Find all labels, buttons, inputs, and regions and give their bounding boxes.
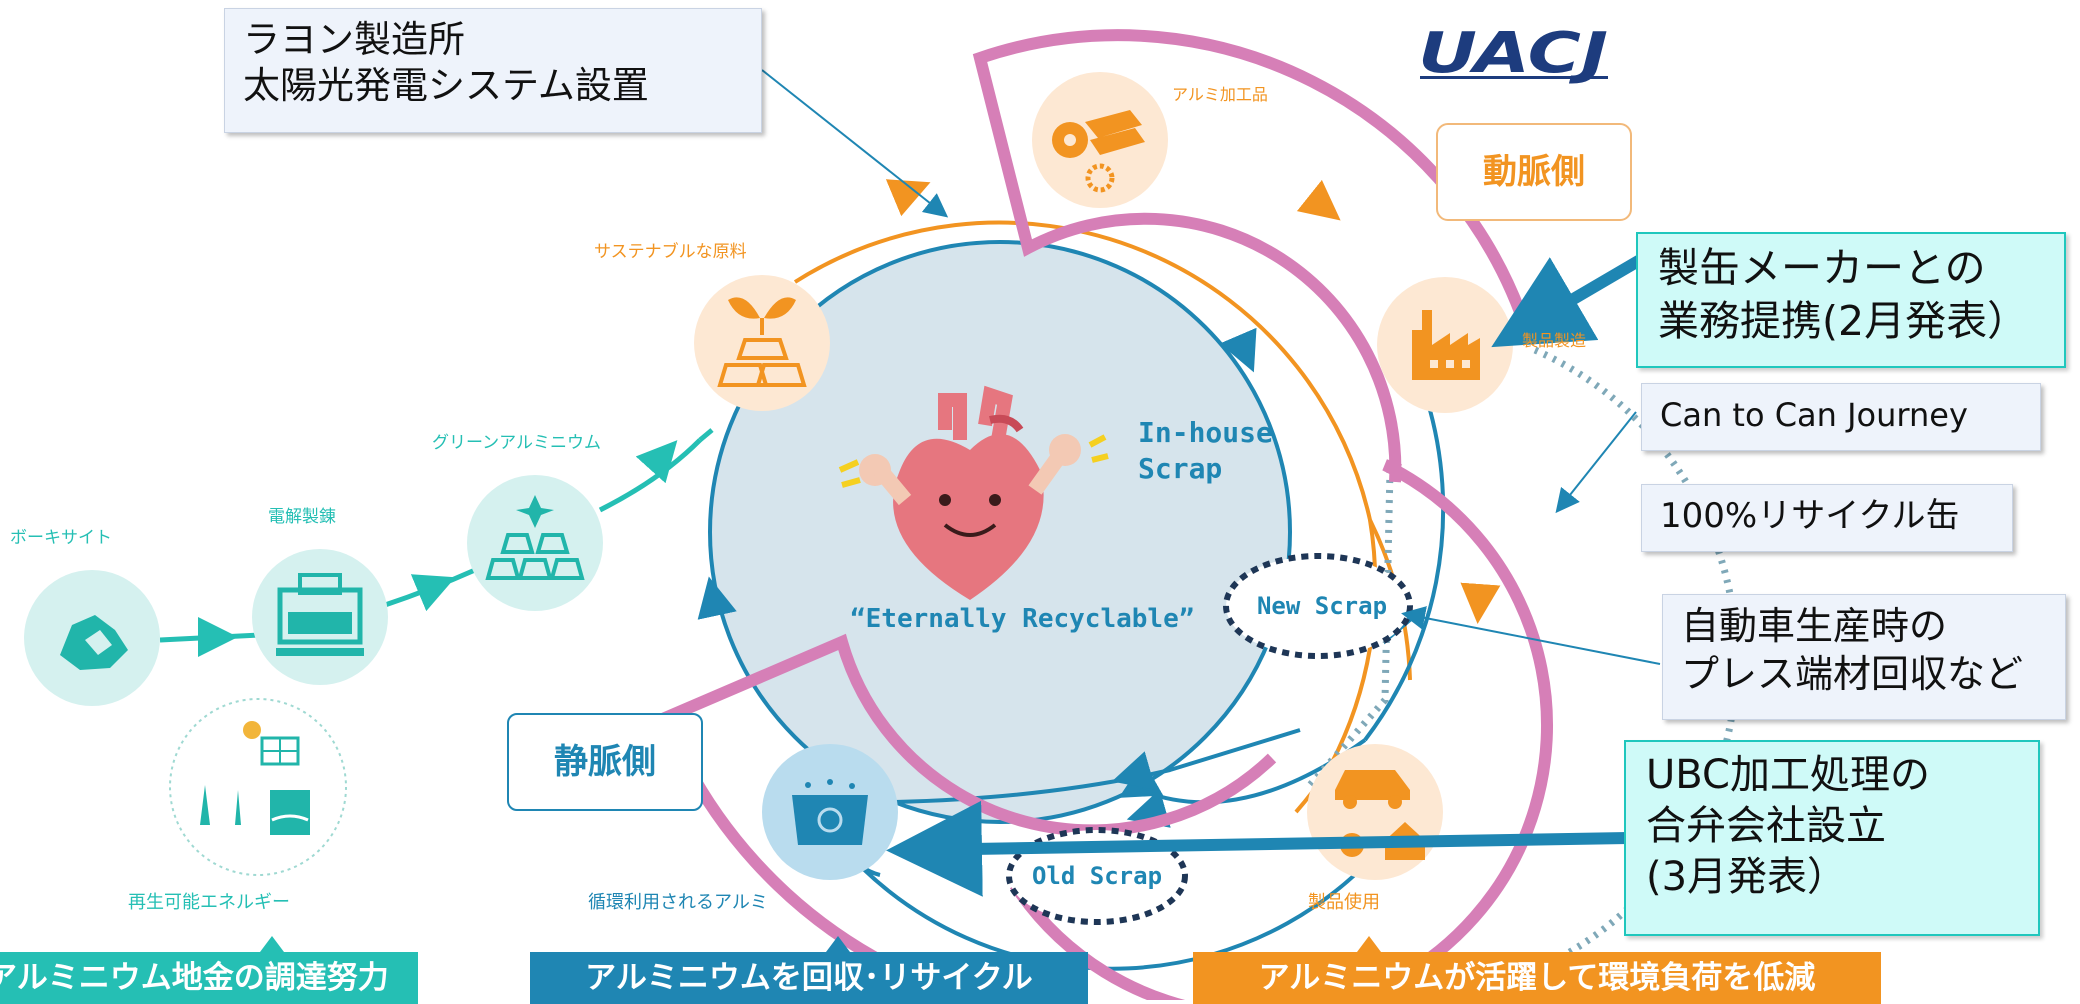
artery-arc [793,220,1412,681]
procurement-band: アルミニウム地金の調達努力 [0,952,418,1004]
recycle-band: アルミニウムを回収･リサイクル [530,952,1088,1004]
rayon-callout: ラヨン製造所 太陽光発電システム設置 [224,8,762,133]
sustainable-material-node [694,275,830,411]
rayon-callout-line2: 太陽光発電システム設置 [243,64,649,108]
old-scrap-label: Old Scrap [1032,862,1162,890]
can-to-can-callout: Can to Can Journey [1641,383,2041,451]
rayon-callout-line1: ラヨン製造所 [243,18,465,61]
aluminium-products-label: アルミ加工品 [1172,85,1268,104]
manufacturing-label: 製品製造 [1522,331,1586,350]
manufacturing-node [1377,277,1513,413]
recycle-can-callout: 100%リサイクル缶 [1641,484,2013,552]
electrolysis-label: 電解製錬 [268,507,336,527]
artery-side-tag: 動脈側 [1436,123,1632,221]
can-to-can-text: Can to Can Journey [1660,396,1968,434]
product-use-label: 製品使用 [1308,892,1380,913]
press-scrap-line2: プレス端材回収など [1681,651,2024,696]
can-to-can-connector [1555,411,1637,514]
ubc-arrow [886,800,1629,897]
product-use-node [1307,744,1443,880]
electrolysis-node [252,549,388,685]
can-maker-line2: 業務提携(2月発表） [1658,297,2029,346]
can-maker-line1: 製缶メーカーとの [1658,244,1986,292]
new-scrap-label: New Scrap [1257,592,1387,620]
bauxite-label: ボーキサイト [10,528,112,548]
ubc-line1: UBC加工処理の [1646,752,1930,798]
press-scrap-callout: 自動車生産時の プレス端材回収など [1662,594,2066,720]
uacj-logo: UACJ [1418,21,1608,86]
can-maker-arrow [1491,254,1644,348]
in-house-scrap-line1: In-house [1138,416,1273,449]
green-aluminium-label: グリーンアルミニウム [432,433,601,453]
inner-cycle-ring [708,240,1292,824]
magenta-arc-lower [1009,459,1554,1000]
environment-band: アルミニウムが活躍して環境負荷を低減 [1193,952,1881,1004]
press-scrap-connector [1401,606,1661,665]
recycled-aluminium-label: 循環利用されるアルミ [588,892,768,913]
ubc-callout: UBC加工処理の 合弁会社設立 (3月発表） [1624,740,2040,936]
renewable-energy-node [169,698,347,876]
in-house-scrap-line2: Scrap [1138,452,1222,485]
green-aluminium-node [467,475,603,611]
renewable-energy-label: 再生可能エネルギー [128,892,290,913]
bauxite-node [24,570,160,706]
svg-text:UACJ: UACJ [1418,21,1608,86]
procurement-band-text: アルミニウム地金の調達努力 [0,960,389,996]
press-scrap-line1: 自動車生産時の [1681,604,1948,648]
aluminium-products-node [1032,72,1168,208]
new-scrap-ellipse [1223,553,1413,659]
vein-side-tag: 静脈側 [507,713,703,811]
eternally-recyclable-label: “Eternally Recyclable” [850,604,1194,634]
rayon-connector [761,69,949,218]
magenta-arc-upper [972,29,1534,483]
can-maker-callout: 製缶メーカーとの 業務提携(2月発表） [1636,232,2066,368]
recycle-can-text: 100%リサイクル缶 [1660,496,1960,536]
heart-mascot [838,385,1109,600]
ubc-line3: (3月発表） [1646,854,1848,901]
recycled-aluminium-node [762,744,898,880]
ubc-line2: 合弁会社設立 [1646,803,1886,850]
sustainable-material-label: サステナブルな原料 [594,241,747,262]
